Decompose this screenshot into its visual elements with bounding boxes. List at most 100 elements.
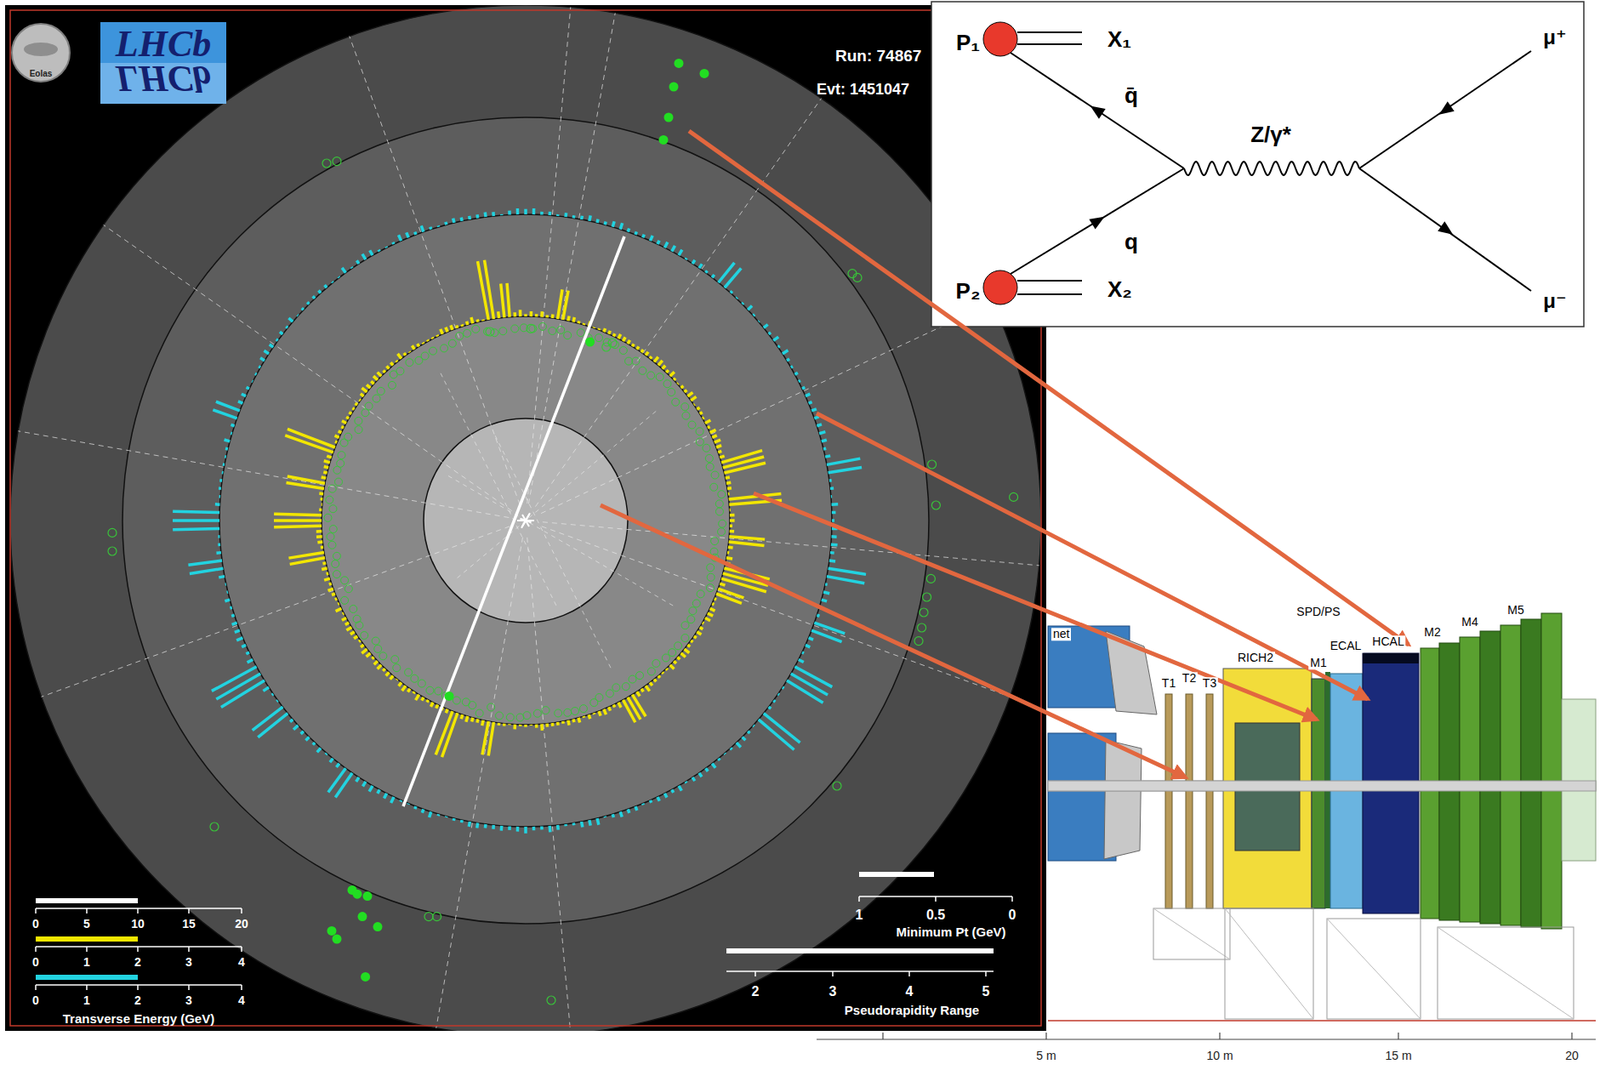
- energy-bar: [216, 401, 240, 411]
- energy-bar: [338, 431, 342, 433]
- hit-circle: [668, 649, 677, 657]
- fermion-arrow: [1088, 211, 1108, 230]
- energy-bar: [336, 276, 341, 278]
- energy-bar: [532, 826, 536, 831]
- energy-bar: [791, 366, 793, 368]
- detector-ring: [321, 316, 730, 725]
- energy-bar: [696, 407, 700, 410]
- energy-bar: [620, 811, 622, 817]
- floor-line: [1047, 1019, 1596, 1022]
- axis-tick: [34, 985, 37, 991]
- energy-bar: [506, 283, 510, 318]
- energy-bar: [341, 267, 346, 274]
- energy-bar: [328, 588, 334, 591]
- energy-bar: [828, 568, 866, 575]
- hit-circle: [396, 367, 405, 376]
- energy-bar: [730, 748, 733, 751]
- energy-bar: [597, 219, 598, 223]
- axis-tick: [136, 946, 139, 952]
- energy-bar: [747, 306, 752, 311]
- support-frame: [1153, 908, 1230, 960]
- energy-bar: [694, 403, 695, 407]
- hit-circle: [325, 495, 334, 504]
- hit-circle: [695, 427, 704, 436]
- hit-circle: [710, 483, 718, 491]
- energy-bar: [321, 502, 323, 507]
- energy-bar: [329, 581, 332, 586]
- energy-bar: [390, 362, 393, 365]
- energy-bar: [337, 602, 339, 606]
- hit-circle: [353, 614, 361, 623]
- hit-circle: [688, 607, 697, 615]
- feynman-diagram: [931, 1, 1584, 327]
- energy-bar: [417, 343, 420, 347]
- hit-circle: [548, 327, 557, 336]
- hit-circle: [706, 462, 714, 471]
- hit-circle: [340, 438, 348, 447]
- hit-circle: [1009, 492, 1019, 502]
- hit-circle: [424, 912, 433, 922]
- axis-tick: [1011, 896, 1014, 902]
- support-frame: [1224, 908, 1314, 1020]
- hit-circle: [715, 500, 724, 508]
- coin: [11, 23, 70, 82]
- hit-circle: [329, 525, 337, 534]
- energy-bar: [290, 558, 325, 565]
- distance-label: 10 m: [1206, 1049, 1233, 1063]
- particle-label: P₁: [956, 30, 980, 56]
- scale-number: 2: [134, 994, 142, 1008]
- scale-number: 5: [83, 917, 91, 931]
- energy-bar: [342, 611, 344, 615]
- energy-bar: [706, 768, 709, 772]
- energy-bar: [374, 660, 378, 665]
- energy-bar: [440, 329, 444, 335]
- energy-bar: [301, 307, 304, 310]
- energy-bar: [568, 316, 570, 322]
- propagator-line: [1359, 51, 1532, 169]
- hit-circle: [647, 667, 655, 676]
- hit-circle: [692, 599, 701, 608]
- energy-bar: [224, 439, 231, 442]
- energy-bar: [612, 221, 615, 227]
- energy-bar: [189, 568, 224, 574]
- hit-circle: [718, 519, 727, 528]
- energy-bar: [814, 416, 819, 419]
- energy-bar: [568, 720, 570, 726]
- scale-number: 5: [982, 984, 991, 1000]
- hit-circle: [612, 683, 621, 692]
- energy-bar: [421, 342, 425, 344]
- energy-bar: [540, 211, 544, 216]
- energy-bar: [384, 246, 388, 248]
- energy-bar: [323, 472, 327, 473]
- particle-label: X₂: [1107, 277, 1133, 302]
- energy-bar: [831, 511, 837, 515]
- energy-bar: [324, 578, 331, 581]
- energy-bar: [581, 716, 586, 718]
- energy-bar: [649, 235, 653, 241]
- energy-bar: [421, 697, 424, 701]
- energy-bar: [335, 439, 337, 444]
- axis-title: Pseudorapidity Range: [844, 1003, 980, 1019]
- energy-bar: [222, 471, 224, 475]
- energy-bar: [501, 284, 505, 319]
- track-line: [444, 473, 673, 606]
- energy-bar: [572, 215, 576, 218]
- tracking-station: [1185, 694, 1193, 909]
- energy-bar: [217, 542, 221, 547]
- energy-bar: [398, 800, 403, 803]
- energy-bar: [460, 819, 464, 823]
- energy-bar: [551, 723, 555, 727]
- hit-circle: [440, 344, 449, 353]
- beam-pipe: [1047, 780, 1596, 792]
- hit-circle: [326, 532, 335, 541]
- energy-bar: [699, 263, 702, 268]
- energy-bar: [609, 330, 611, 335]
- hit-circle: [638, 366, 647, 375]
- particle-label: μ⁻: [1543, 290, 1566, 313]
- energy-bar: [794, 666, 832, 688]
- energy-bar: [702, 417, 705, 419]
- hit-circle: [674, 642, 683, 650]
- energy-bar: [747, 731, 750, 734]
- detector-label: M2: [1422, 626, 1442, 639]
- scale-bar: [726, 948, 994, 954]
